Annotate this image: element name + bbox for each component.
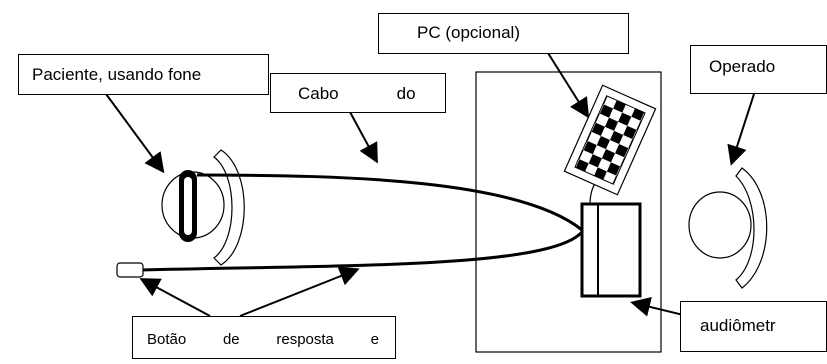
label-button-word: Botão (147, 331, 187, 348)
response-button-cable (141, 230, 584, 272)
label-button-word: resposta (276, 331, 334, 348)
headphone-cable (196, 173, 583, 232)
label-cable-word-2: do (396, 84, 416, 103)
arrow-pc (547, 52, 590, 119)
label-patient: Paciente, usando fone (18, 54, 269, 95)
operator-figure (688, 167, 768, 289)
patient-figure (161, 149, 245, 266)
annotation-arrows (105, 52, 755, 321)
label-pc: PC (opcional) (378, 13, 629, 54)
label-cable: Cabo do (270, 73, 446, 113)
label-button-word: e (370, 331, 379, 348)
patient-shoulders-icon (213, 149, 245, 266)
arrow-button (139, 278, 211, 317)
arrow-button-cable (239, 266, 360, 317)
response-button-icon (116, 262, 144, 278)
operator-head-icon (688, 191, 752, 259)
label-button-word: de (222, 331, 240, 348)
audiometer-icon (580, 202, 642, 298)
arrow-patient (105, 93, 165, 174)
arrow-cable (349, 111, 378, 164)
pc-icon (563, 84, 657, 196)
operator-shoulders-icon (735, 167, 768, 289)
label-response-button: Botão de resposta e (132, 316, 396, 359)
label-audiometer: audiômetr (680, 301, 827, 352)
label-operator: Operado (690, 45, 827, 94)
table-outline (475, 71, 662, 353)
arrow-operator (727, 93, 755, 166)
label-cable-word-1: Cabo (298, 84, 339, 103)
